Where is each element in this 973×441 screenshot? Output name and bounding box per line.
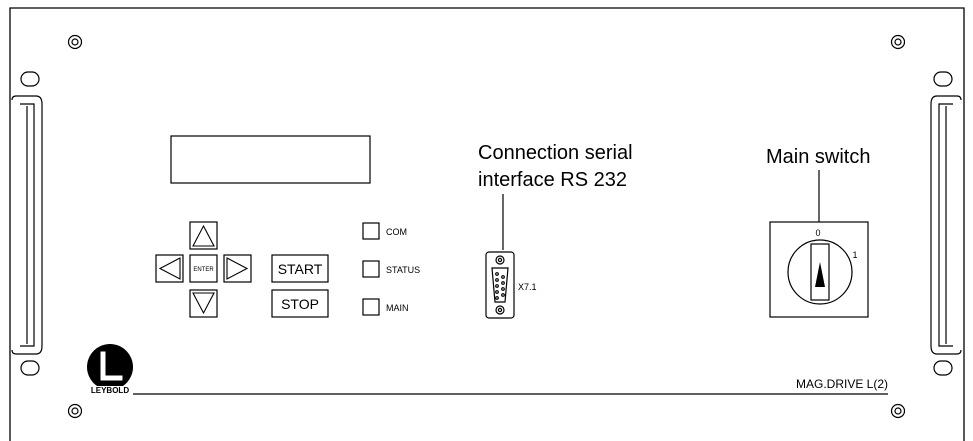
arrow-left-icon [158,257,181,280]
arrow-right-icon [226,257,249,280]
main-led [362,298,380,316]
mount-slot-right-bottom [933,360,953,376]
arrow-right-button[interactable] [223,254,252,283]
enter-label: ENTER [193,267,214,273]
screw-bottom-left [67,403,83,419]
mount-slot-left-top [20,71,40,87]
com-led [362,222,380,240]
status-led [362,260,380,278]
arrow-up-button[interactable] [189,221,218,250]
handle-left [11,95,43,355]
screw-bottom-right [890,403,906,419]
status-led-label: STATUS [386,265,420,275]
arrow-left-button[interactable] [155,254,184,283]
serial-callout-line2: interface RS 232 [478,169,627,191]
arrow-down-icon [192,292,215,315]
arrow-up-icon [192,224,215,247]
mount-slot-right-top [933,71,953,87]
stop-label: STOP [281,296,319,312]
main-switch-callout: Main switch [766,146,870,168]
start-label: START [278,261,323,277]
panel-outline [9,7,965,441]
mount-slot-left-bottom [20,360,40,376]
serial-port-x7-1[interactable] [485,251,515,319]
leybold-logo: LEYBOLD [87,344,133,395]
handle-right [930,95,962,355]
start-button[interactable]: START [271,254,329,283]
screw-top-right [890,34,906,50]
com-led-label: COM [386,227,407,237]
stop-button[interactable]: STOP [271,289,329,318]
switch-position-1: 1 [852,250,857,260]
arrow-down-button[interactable] [189,289,218,318]
connector-label: X7.1 [518,282,537,292]
main-switch[interactable] [769,221,869,318]
main-led-label: MAIN [386,303,409,313]
switch-pointer-icon [815,262,825,287]
model-label: MAG.DRIVE L(2) [796,377,888,391]
brand-text: LEYBOLD [91,386,129,395]
serial-callout-line1: Connection serial [478,142,633,164]
enter-button[interactable]: ENTER [189,254,218,283]
lcd-display [170,135,371,184]
switch-position-0: 0 [815,228,820,238]
screw-top-left [67,34,83,50]
